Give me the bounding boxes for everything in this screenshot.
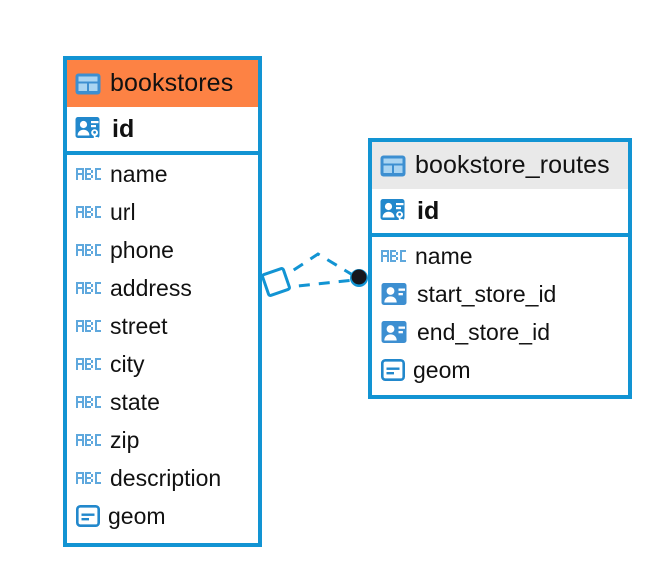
field-row-primary-key[interactable]: id — [67, 107, 258, 155]
entity-bookstores[interactable]: bookstores id — [63, 56, 262, 547]
foreign-key-icon — [381, 320, 409, 344]
field-label-id: id — [417, 196, 440, 225]
field-label-geom: geom — [413, 356, 471, 383]
geometry-icon — [381, 359, 405, 381]
field-label-description: description — [110, 464, 222, 491]
field-row-city[interactable]: city — [67, 345, 258, 383]
field-label-start-store-id: start_store_id — [417, 280, 557, 307]
field-row-name[interactable]: name — [67, 155, 258, 193]
field-label-end-store-id: end_store_id — [417, 318, 550, 345]
entity-title-bookstore-routes: bookstore_routes — [415, 151, 610, 179]
primary-key-icon — [380, 197, 408, 225]
field-row-geom[interactable]: geom — [372, 351, 628, 389]
field-label-geom: geom — [108, 502, 166, 529]
start-store-connector[interactable] — [276, 252, 357, 283]
abc-text-icon — [76, 394, 102, 410]
diamond-marker-icon — [261, 267, 291, 297]
entity-header-bookstore-routes[interactable]: bookstore_routes — [372, 142, 628, 189]
field-row-geom[interactable]: geom — [67, 497, 258, 535]
field-label-name: name — [110, 160, 168, 187]
field-row-url[interactable]: url — [67, 193, 258, 231]
abc-text-icon — [76, 280, 102, 296]
field-row-address[interactable]: address — [67, 269, 258, 307]
table-icon — [75, 73, 101, 95]
entity-bookstore-routes[interactable]: bookstore_routes id — [368, 138, 632, 399]
field-label-state: state — [110, 388, 160, 415]
field-row-street[interactable]: street — [67, 307, 258, 345]
primary-key-icon — [75, 115, 103, 143]
abc-text-icon — [381, 248, 407, 264]
foreign-key-icon — [381, 282, 409, 306]
relationship-connectors[interactable] — [261, 252, 368, 297]
field-row-state[interactable]: state — [67, 383, 258, 421]
field-row-start-store-id[interactable]: start_store_id — [372, 275, 628, 313]
geometry-icon — [76, 505, 100, 527]
abc-text-icon — [76, 432, 102, 448]
field-label-id: id — [112, 114, 135, 143]
field-row-name[interactable]: name — [372, 237, 628, 275]
field-label-name: name — [415, 242, 473, 269]
abc-text-icon — [76, 356, 102, 372]
field-label-zip: zip — [110, 426, 140, 453]
field-row-end-store-id[interactable]: end_store_id — [372, 313, 628, 351]
field-label-city: city — [110, 350, 145, 377]
abc-text-icon — [76, 166, 102, 182]
entity-header-bookstores[interactable]: bookstores — [67, 60, 258, 107]
end-store-connector[interactable] — [278, 278, 355, 290]
field-row-phone[interactable]: phone — [67, 231, 258, 269]
field-row-primary-key[interactable]: id — [372, 189, 628, 237]
table-icon — [380, 155, 406, 177]
abc-text-icon — [76, 204, 102, 220]
field-label-street: street — [110, 312, 168, 339]
abc-text-icon — [76, 470, 102, 486]
field-row-description[interactable]: description — [67, 459, 258, 497]
field-label-address: address — [110, 274, 192, 301]
abc-text-icon — [76, 318, 102, 334]
entity-title-bookstores: bookstores — [110, 69, 234, 97]
field-label-phone: phone — [110, 236, 174, 263]
field-label-url: url — [110, 198, 136, 225]
field-row-zip[interactable]: zip — [67, 421, 258, 459]
abc-text-icon — [76, 242, 102, 258]
filled-circle-marker-icon — [350, 269, 368, 287]
